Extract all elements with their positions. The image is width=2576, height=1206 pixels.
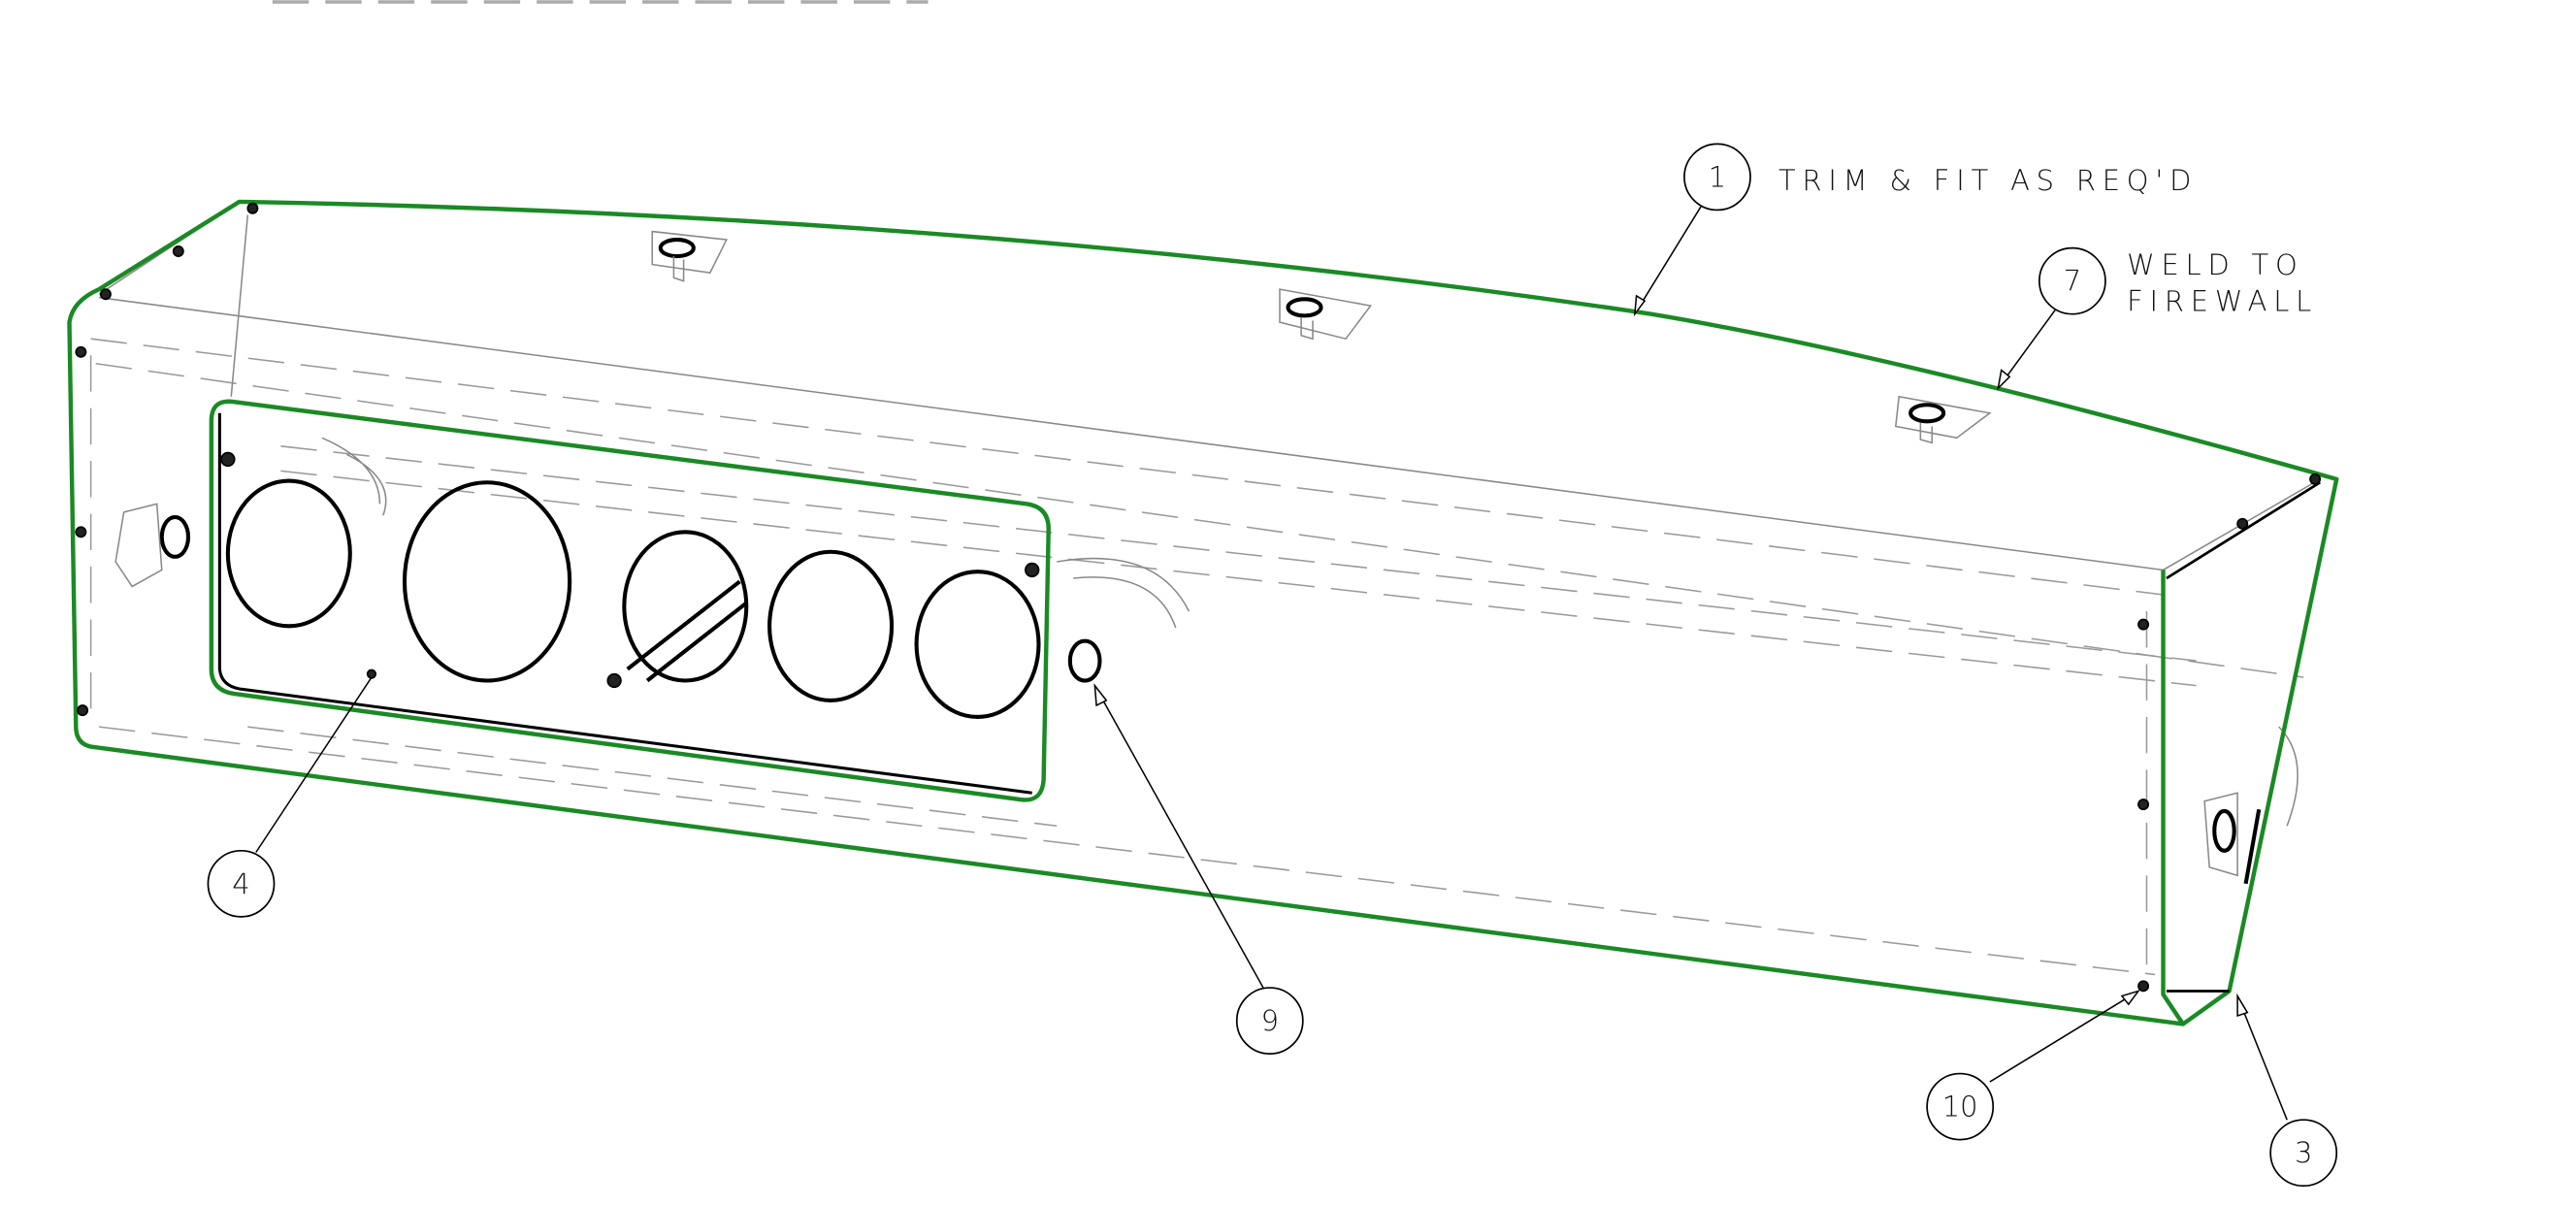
balloon-9: 9 bbox=[1235, 987, 1304, 1055]
gauge-panel-inner bbox=[217, 412, 1032, 795]
note-weld-line1: WELD TO bbox=[2127, 248, 2304, 281]
end-panel-edge bbox=[2166, 481, 2321, 993]
svg-text:4: 4 bbox=[232, 867, 249, 900]
fasteners bbox=[75, 202, 2322, 993]
balloon-1: 1 bbox=[1683, 143, 1751, 212]
dash-panel-outline bbox=[67, 199, 2339, 1027]
note-weld-line2: FIREWALL bbox=[2127, 284, 2318, 317]
gauge-holes bbox=[225, 478, 1041, 719]
hidden-lines bbox=[89, 338, 2304, 976]
svg-text:1: 1 bbox=[1709, 160, 1726, 193]
end-panel-outline bbox=[2161, 570, 2185, 1026]
balloon-10: 10 bbox=[1926, 1072, 1995, 1141]
svg-text:10: 10 bbox=[1942, 1091, 1978, 1124]
body-edges bbox=[98, 201, 2321, 827]
leader-lines bbox=[255, 206, 2288, 1121]
balloon-7: 7 bbox=[2038, 246, 2106, 315]
svg-text:3: 3 bbox=[2295, 1136, 2312, 1169]
gauge-panel-outline bbox=[209, 399, 1051, 802]
balloon-3: 3 bbox=[2269, 1119, 2338, 1188]
svg-text:7: 7 bbox=[2064, 265, 2081, 298]
svg-text:9: 9 bbox=[1261, 1004, 1279, 1037]
note-trim-fit: TRIM & FIT AS REQ'D bbox=[1778, 164, 2198, 197]
balloon-4: 4 bbox=[207, 849, 276, 918]
